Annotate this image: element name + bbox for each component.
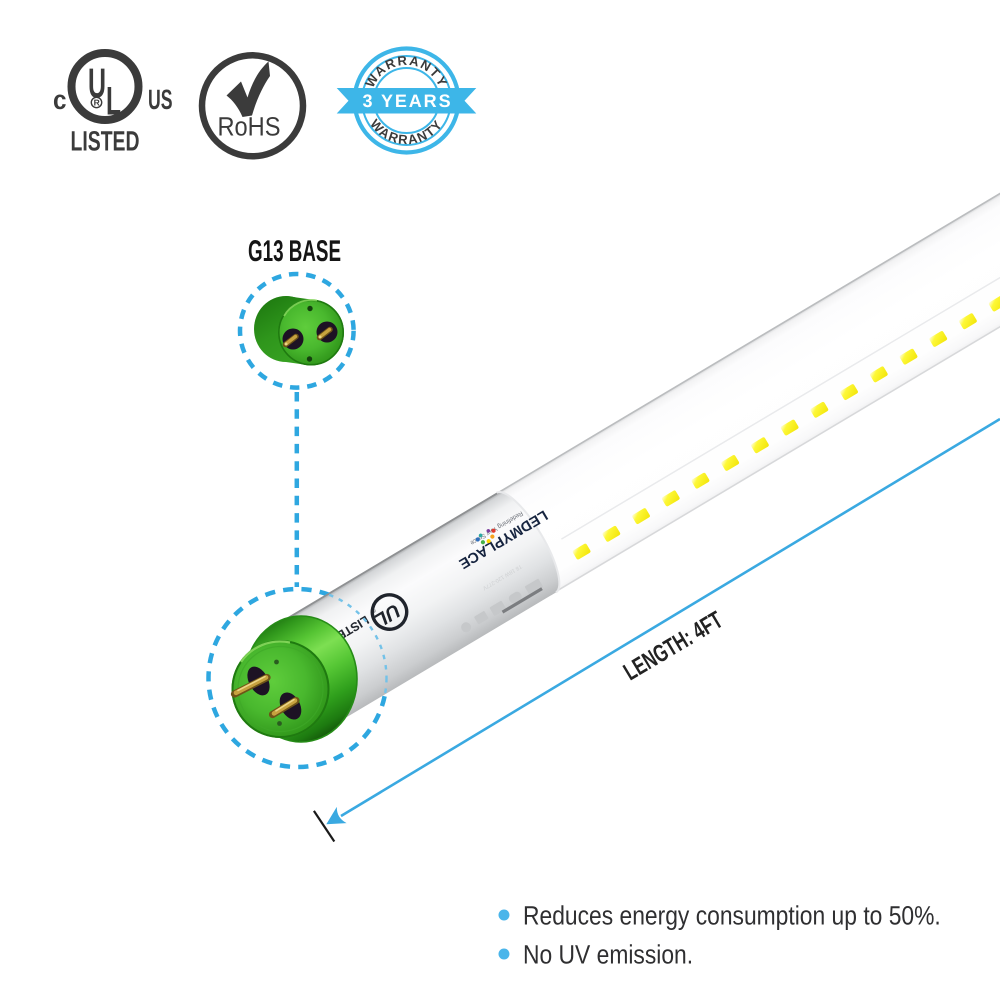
svg-text:L: L xyxy=(106,80,121,124)
svg-text:No UV emission.: No UV emission. xyxy=(523,940,693,970)
svg-text:G13 BASE: G13 BASE xyxy=(248,235,341,268)
svg-text:c: c xyxy=(53,85,67,115)
svg-text:R: R xyxy=(94,98,100,108)
svg-text:U: U xyxy=(88,60,106,107)
svg-text:US: US xyxy=(148,84,173,115)
svg-text:3 YEARS: 3 YEARS xyxy=(362,91,452,111)
svg-text:®: ® xyxy=(369,606,377,615)
svg-text:LENGTH: 4FT: LENGTH: 4FT xyxy=(619,607,727,687)
svg-text:LISTED: LISTED xyxy=(71,125,140,156)
svg-text:Reduces energy consumption up: Reduces energy consumption up to 50%. xyxy=(523,901,941,931)
svg-text:RoHS: RoHS xyxy=(218,111,281,141)
